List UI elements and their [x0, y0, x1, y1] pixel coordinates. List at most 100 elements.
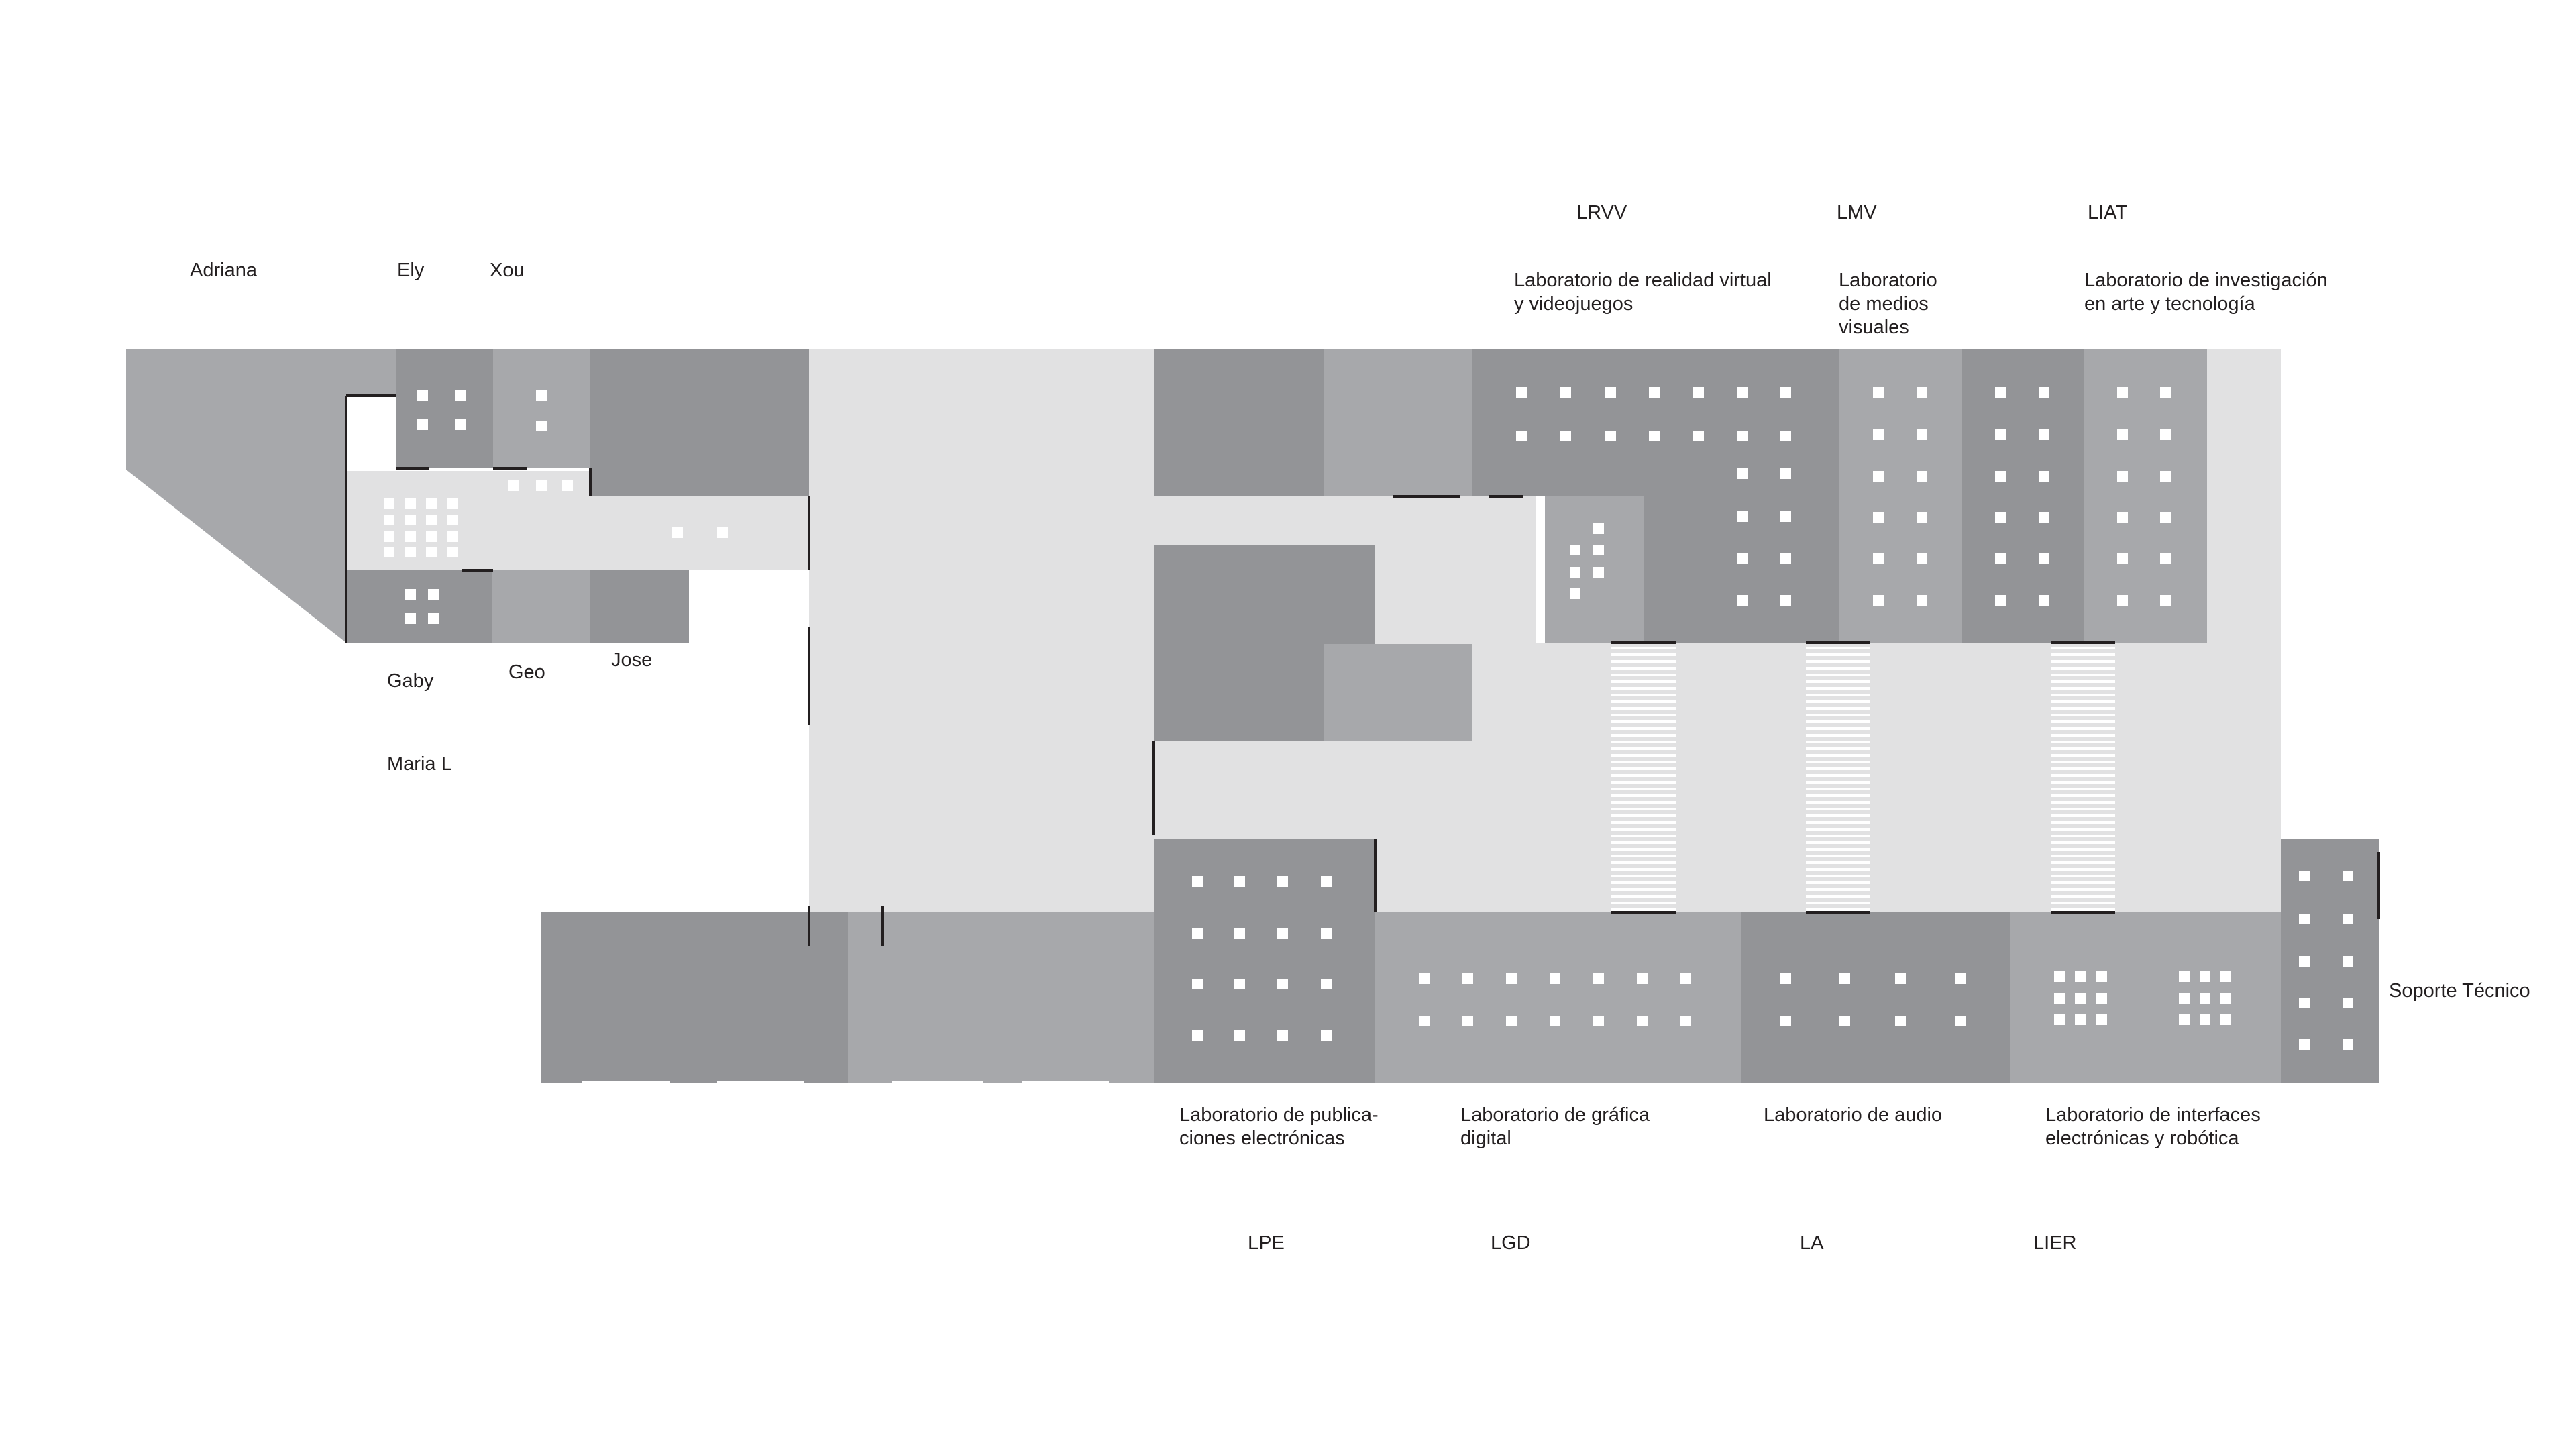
desk-marker-lrvv-annex: [1593, 523, 1604, 534]
stair-stripe: [1611, 821, 1676, 824]
room-lier: [2010, 912, 2282, 1083]
desk-marker-lpe: [1277, 1030, 1288, 1041]
desk-marker-lier: [2096, 1014, 2107, 1025]
desk-marker-liat: [2160, 387, 2171, 398]
stair-stripe: [1806, 707, 1870, 710]
stair-stripe: [2051, 835, 2115, 837]
stair-stripe: [1611, 754, 1676, 757]
desk-marker-lpe: [1277, 928, 1288, 939]
desk-marker-lgd: [1419, 973, 1430, 984]
stair-stripe: [1611, 875, 1676, 877]
lab-name-lgd: Laboratorio de gráfica digital: [1460, 1104, 1650, 1149]
stair-stripe: [1806, 808, 1870, 810]
stair-stripe: [2051, 794, 2115, 797]
desk-marker-xou: [536, 390, 547, 401]
stair-stripe: [2051, 814, 2115, 817]
stair-stripe: [1806, 714, 1870, 716]
desk-marker-liat: [2160, 471, 2171, 482]
stair-stripe: [1611, 881, 1676, 884]
corridor-east: [1536, 643, 2281, 912]
desk-marker-lmv: [1873, 512, 1884, 523]
desk-marker-lpe: [1192, 876, 1203, 887]
desk-marker-lmv: [1873, 429, 1884, 440]
desk-marker-lgd: [1593, 1016, 1604, 1026]
desk-marker-liat-west: [2039, 471, 2049, 482]
lab-code-lrvv: LRVV: [1576, 202, 1627, 223]
stair-stripe: [1611, 794, 1676, 797]
desk-marker-soporte-tecnico: [2299, 871, 2310, 881]
hall-central: [809, 349, 1154, 953]
stair-stripe: [2051, 720, 2115, 723]
desk-marker-lpe: [1321, 928, 1332, 939]
desk-marker-west-corridor: [384, 515, 394, 525]
room-lrvv: [1472, 349, 1839, 496]
stair-stripe: [1806, 720, 1870, 723]
facade-gap: [892, 1081, 983, 1083]
stair-stripe: [2051, 727, 2115, 730]
desk-marker-soporte-tecnico: [2343, 1039, 2353, 1050]
desk-marker-soporte-tecnico: [2343, 998, 2353, 1008]
stair-stripe: [1611, 788, 1676, 790]
stair-stripe: [2051, 700, 2115, 703]
desk-marker-lmv: [1917, 471, 1927, 482]
desk-marker-liat: [2160, 512, 2171, 523]
stair-stripe: [1611, 687, 1676, 690]
desk-marker-lrvv: [1693, 387, 1704, 398]
desk-marker-lrvv: [1516, 431, 1527, 441]
stair-stripe: [1611, 841, 1676, 844]
label-soporte-tecnico: Soporte Técnico: [2389, 980, 2530, 1002]
desk-marker-liat-west: [2039, 595, 2049, 606]
stair-stripe: [1806, 801, 1870, 804]
room-liat-west: [1962, 349, 2084, 643]
stair-stripe: [2051, 667, 2115, 670]
desk-marker-lier: [2054, 1014, 2065, 1025]
stair-stripe: [2051, 774, 2115, 777]
desk-marker-liat: [2160, 595, 2171, 606]
desk-marker-west-corridor: [384, 547, 394, 557]
desk-marker-lpe: [1192, 979, 1203, 989]
desk-marker-soporte-tecnico: [2299, 998, 2310, 1008]
desk-marker-lpe: [1234, 928, 1245, 939]
desk-marker-west-corridor: [447, 531, 458, 542]
stair-stripe: [1806, 821, 1870, 824]
desk-marker-lrvv-east: [1780, 595, 1791, 606]
desk-marker-lpe: [1234, 979, 1245, 989]
room-southwest-a: [541, 912, 848, 1083]
desk-marker-lrvv-east: [1780, 468, 1791, 479]
desk-marker-lrvv-east: [1737, 511, 1748, 522]
stair-stripe: [1806, 674, 1870, 676]
stair-stripe: [1611, 814, 1676, 817]
stair-stripe: [2051, 801, 2115, 804]
stair-stripe: [1611, 861, 1676, 864]
desk-marker-liat-west: [1995, 429, 2006, 440]
desk-marker-lgd: [1550, 973, 1560, 984]
stair-stripe: [1806, 667, 1870, 670]
desk-marker-lgd: [1593, 973, 1604, 984]
stair-stripe: [2051, 895, 2115, 898]
stair-stripe: [1611, 767, 1676, 770]
stair-stripe: [2051, 754, 2115, 757]
stair-stripe: [2051, 788, 2115, 790]
desk-marker-xou-row: [562, 480, 573, 491]
desk-markers-layer: [384, 387, 2353, 1050]
desk-marker-west-corridor: [447, 498, 458, 509]
desk-marker-lpe: [1192, 928, 1203, 939]
desk-marker-lpe: [1321, 979, 1332, 989]
stair-stripe: [1806, 687, 1870, 690]
desk-marker-lrvv: [1649, 431, 1660, 441]
stair-stripe: [1611, 674, 1676, 676]
label-ely: Ely: [397, 260, 425, 281]
stair-stripe: [2051, 680, 2115, 683]
desk-marker-west-corridor: [426, 547, 437, 557]
desk-marker-lgd: [1550, 1016, 1560, 1026]
stair-stripe: [1806, 741, 1870, 743]
stair-stripe: [1611, 667, 1676, 670]
desk-marker-liat-west: [2039, 512, 2049, 523]
desk-marker-lmv: [1917, 387, 1927, 398]
label-geo: Geo: [508, 661, 545, 683]
stair-stripe: [1806, 835, 1870, 837]
lab-name-lpe: Laboratorio de publica- ciones electróni…: [1179, 1104, 1379, 1149]
desk-marker-liat-west: [1995, 387, 2006, 398]
desk-marker-lrvv: [1605, 387, 1616, 398]
desk-marker-la: [1780, 1016, 1791, 1026]
